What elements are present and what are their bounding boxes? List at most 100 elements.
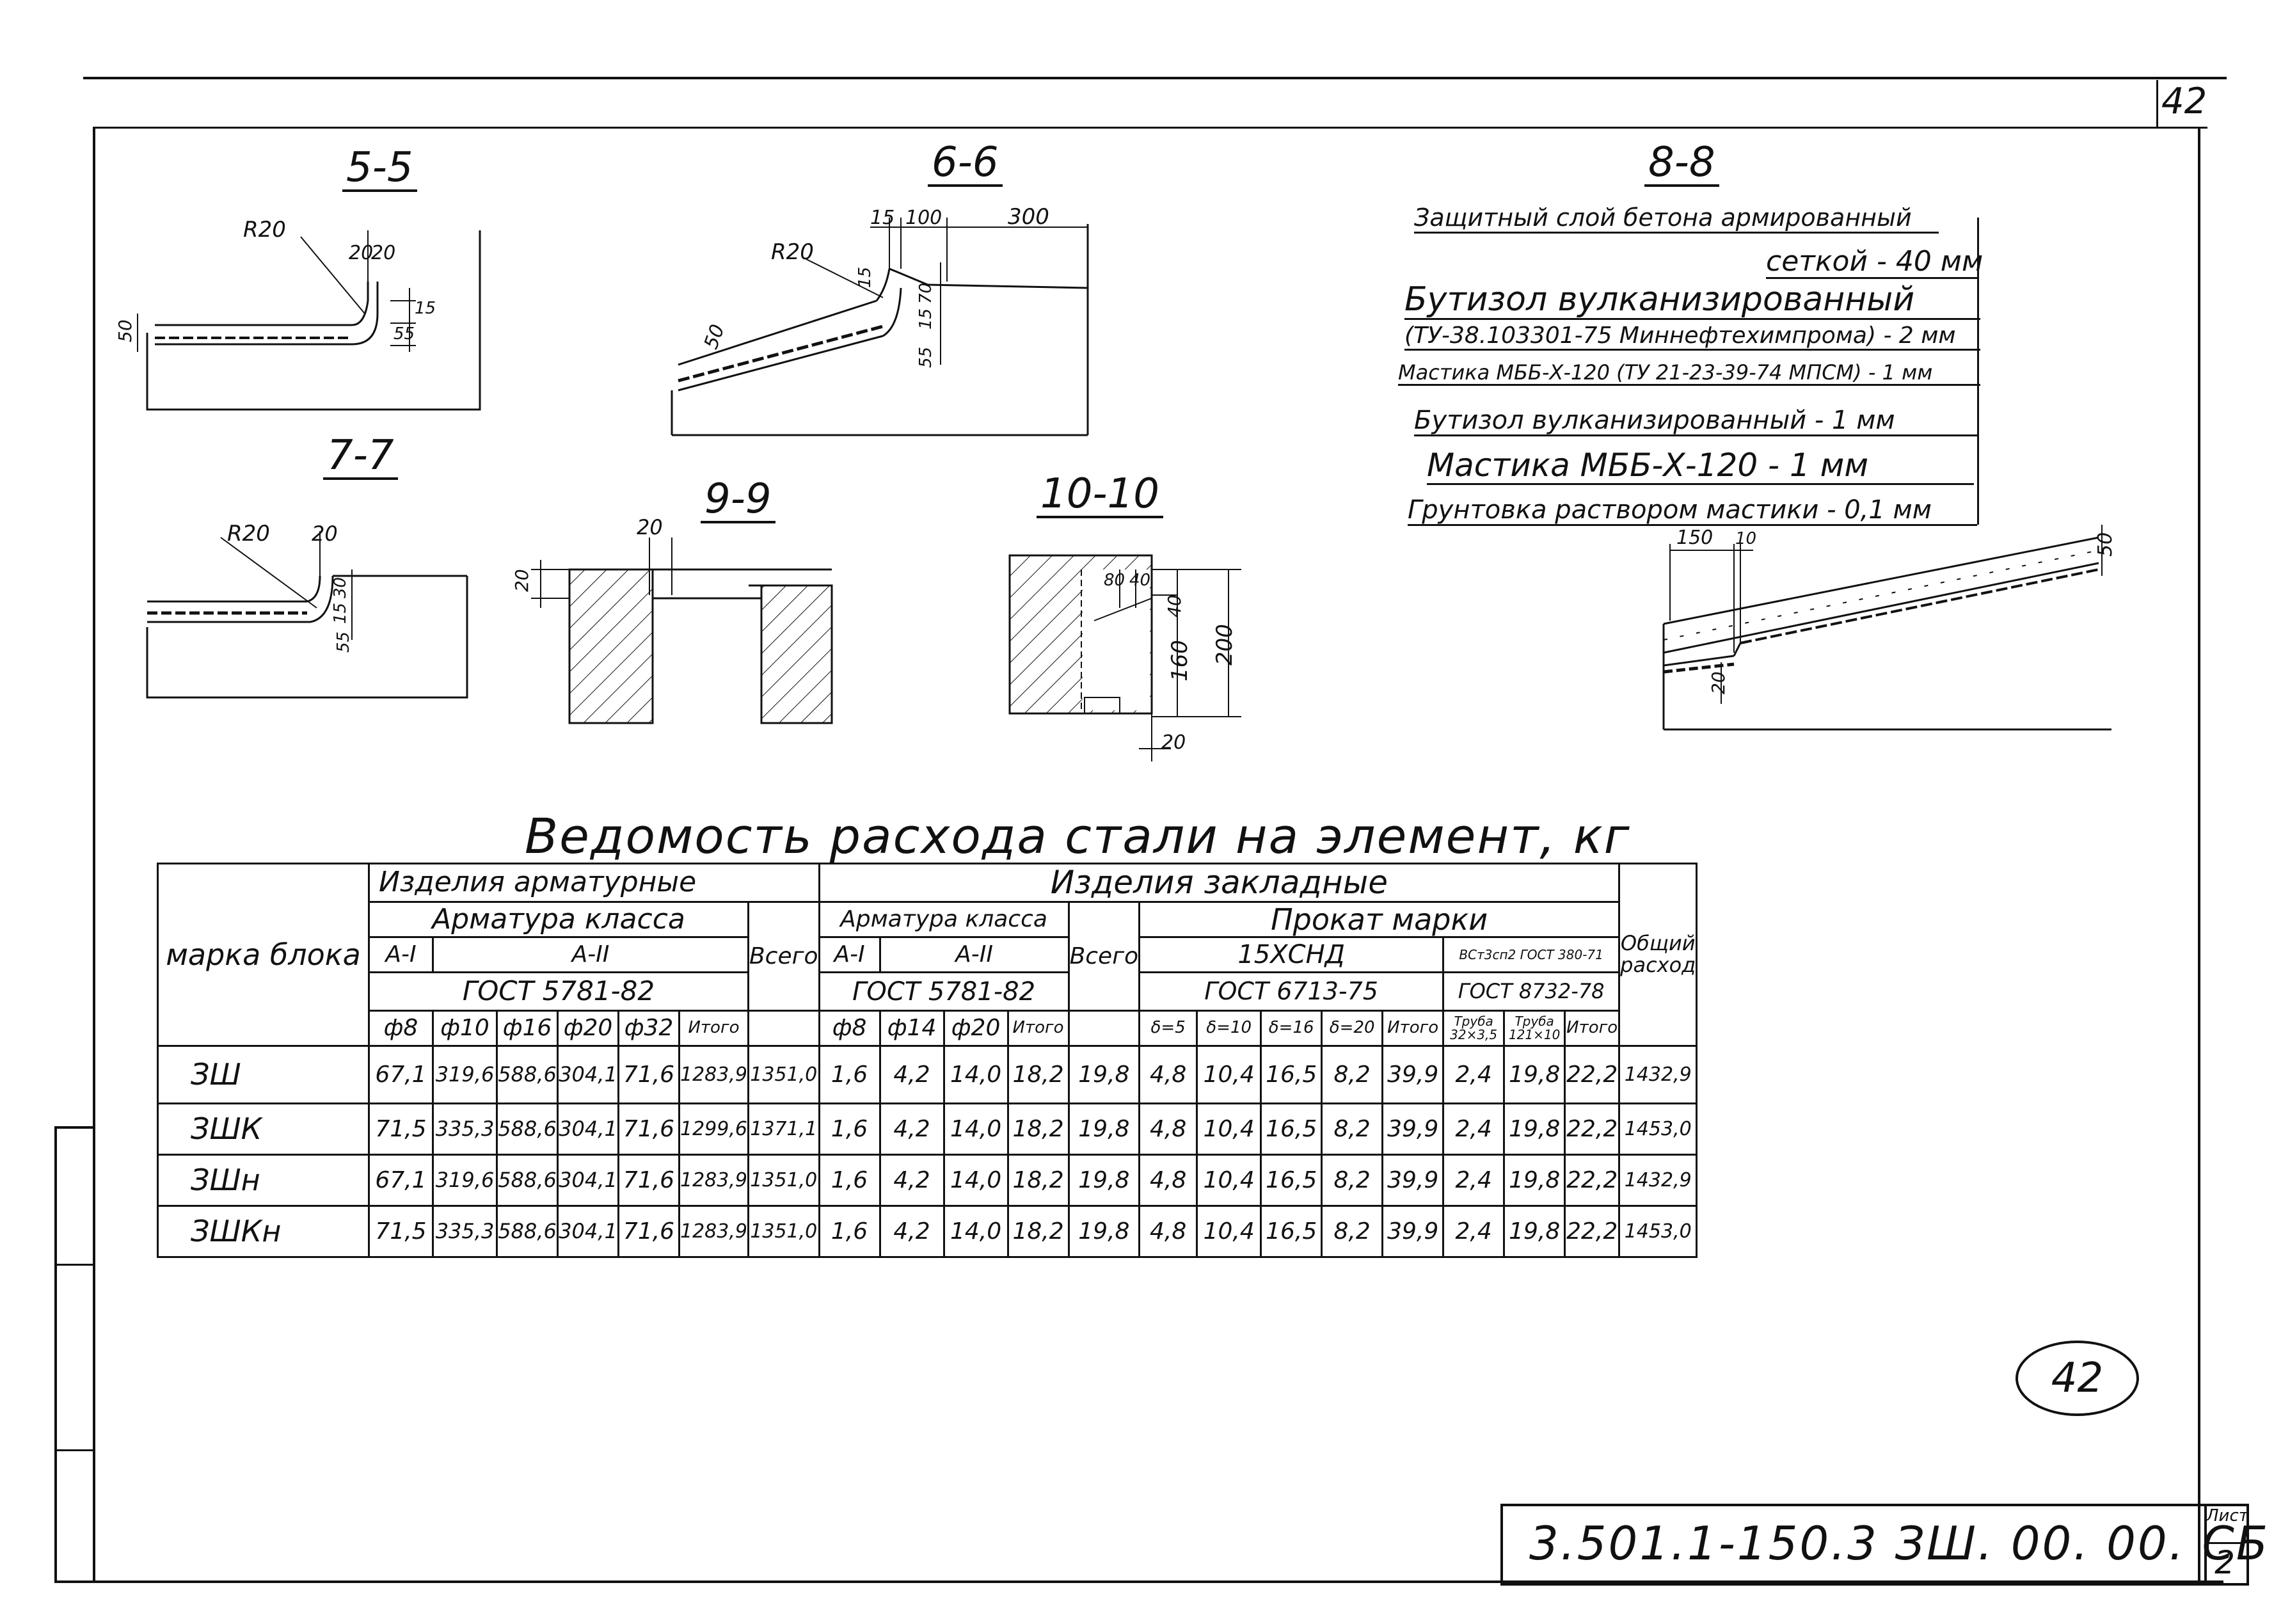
cell: 39,9: [1381, 1103, 1445, 1156]
cell: 18,2: [1006, 1103, 1070, 1156]
cell: 4,8: [1138, 1045, 1198, 1104]
cell: 71,6: [617, 1205, 680, 1258]
dim-30: 30: [331, 577, 350, 598]
header-a2: A-II: [432, 936, 749, 973]
frame-top: [83, 77, 2227, 79]
cell: 2,4: [1442, 1154, 1506, 1207]
cell: 8,2: [1321, 1205, 1384, 1258]
cell: 10,4: [1196, 1103, 1262, 1156]
cell: 67,1: [368, 1154, 434, 1207]
col-pipe-121: Труба 121×10: [1503, 1010, 1566, 1047]
cell: 304,1: [557, 1103, 619, 1156]
col-subtotal-3: Итого: [1381, 1010, 1445, 1047]
dim-20: 20: [312, 521, 338, 546]
cell: 19,8: [1503, 1154, 1566, 1207]
cell: 1453,0: [1618, 1205, 1698, 1258]
cell: 19,8: [1503, 1045, 1566, 1104]
dim-15b: 15: [855, 267, 875, 288]
dim-20: 20: [1161, 731, 1186, 754]
header-vst: ВСт3сп2 ГОСТ 380-71: [1442, 936, 1621, 973]
col-f20-b: ф20: [942, 1010, 1009, 1047]
cell: 4,2: [879, 1154, 945, 1207]
layer-butizol-1-spec: (ТУ-38.103301-75 Миннефтехимпрома) - 2 м…: [1404, 323, 1980, 351]
margin-strip-top: [54, 1126, 95, 1129]
dim-15: 15: [331, 603, 350, 624]
col-d5: δ=5: [1138, 1010, 1198, 1047]
dim-150: 150: [1676, 527, 1713, 549]
section-8-8-drawing: 150 10 50 20: [1662, 525, 2117, 731]
cell: 71,5: [368, 1205, 434, 1258]
dim-r20: R20: [771, 239, 814, 265]
col-f32: ф32: [617, 1010, 680, 1047]
cell: 1351,0: [747, 1045, 820, 1104]
cell: 16,5: [1260, 1154, 1323, 1207]
cell: 18,2: [1006, 1154, 1070, 1207]
row-mark: ЗШК: [157, 1103, 370, 1156]
dim-300: 300: [1008, 204, 1049, 230]
col-blank-2: [1067, 1010, 1141, 1047]
layer-leader: [1977, 218, 1979, 525]
col-d16: δ=16: [1260, 1010, 1323, 1047]
margin-strip-div1: [54, 1264, 95, 1266]
header-a2-b: A-II: [879, 936, 1070, 973]
cell: 2,4: [1442, 1103, 1506, 1156]
section-title-5-5: 5-5: [342, 147, 417, 192]
section-title-6-6: 6-6: [928, 142, 1003, 187]
table-title: Ведомость расхода стали на элемент, кг: [525, 808, 1631, 864]
col-blank-1: [747, 1010, 820, 1047]
dim-r20: R20: [243, 218, 286, 243]
cell: 67,1: [368, 1045, 434, 1104]
cell: 1453,0: [1618, 1103, 1698, 1156]
cell: 1371,1: [747, 1103, 820, 1156]
header-total-2: Всего: [1067, 901, 1141, 1012]
cell: 16,5: [1260, 1103, 1323, 1156]
steel-consumption-table: марка блока Изделия арматурные Изделия з…: [157, 863, 1698, 1258]
dim-20a: 20: [637, 515, 663, 539]
cell: 1351,0: [747, 1205, 820, 1258]
page-number: 42: [2161, 81, 2207, 122]
col-f8-b: ф8: [818, 1010, 881, 1047]
cell: 4,2: [879, 1103, 945, 1156]
cell: 4,2: [879, 1045, 945, 1104]
header-a1-b: A-I: [818, 936, 881, 973]
section-9-9-drawing: 20 20: [512, 515, 833, 724]
col-subtotal-1: Итого: [678, 1010, 749, 1047]
dim-55: 55: [916, 347, 935, 368]
section-title-8-8: 8-8: [1644, 142, 1719, 187]
header-gost-8732: ГОСТ 8732-78: [1442, 971, 1621, 1012]
dim-20b: 20: [371, 242, 395, 264]
header-rebar-items: Изделия арматурные: [368, 863, 820, 903]
col-f14: ф14: [879, 1010, 945, 1047]
cell: 4,8: [1138, 1103, 1198, 1156]
cell: 588,6: [496, 1154, 559, 1207]
layer-butizol-1: Бутизол вулканизированный: [1404, 281, 1980, 321]
cell: 14,0: [942, 1103, 1009, 1156]
cell: 22,2: [1564, 1045, 1621, 1104]
cell: 19,8: [1067, 1205, 1141, 1258]
dim-r20: R20: [227, 521, 270, 546]
cell: 588,6: [496, 1045, 559, 1104]
section-title-9-9: 9-9: [701, 479, 775, 523]
cell: 71,6: [617, 1154, 680, 1207]
header-rebar-class: Арматура класса: [368, 901, 749, 938]
cell: 2,4: [1442, 1205, 1506, 1258]
title-block: [1500, 1504, 2207, 1586]
dim-15c: 15: [916, 308, 935, 330]
cell: 22,2: [1564, 1103, 1621, 1156]
cell: 22,2: [1564, 1205, 1621, 1258]
frame-bottom: [54, 1580, 2223, 1583]
cell: 588,6: [496, 1205, 559, 1258]
cell: 10,4: [1196, 1154, 1262, 1207]
dim-55: 55: [334, 632, 353, 653]
col-f20: ф20: [557, 1010, 619, 1047]
cell: 1,6: [818, 1045, 881, 1104]
header-embedded-items: Изделия закладные: [818, 863, 1621, 903]
col-f16: ф16: [496, 1010, 559, 1047]
cell: 18,2: [1006, 1205, 1070, 1258]
cell: 14,0: [942, 1154, 1009, 1207]
cell: 4,8: [1138, 1205, 1198, 1258]
dim-100: 100: [905, 207, 942, 229]
cell: 16,5: [1260, 1045, 1323, 1104]
dim-15: 15: [415, 299, 436, 318]
